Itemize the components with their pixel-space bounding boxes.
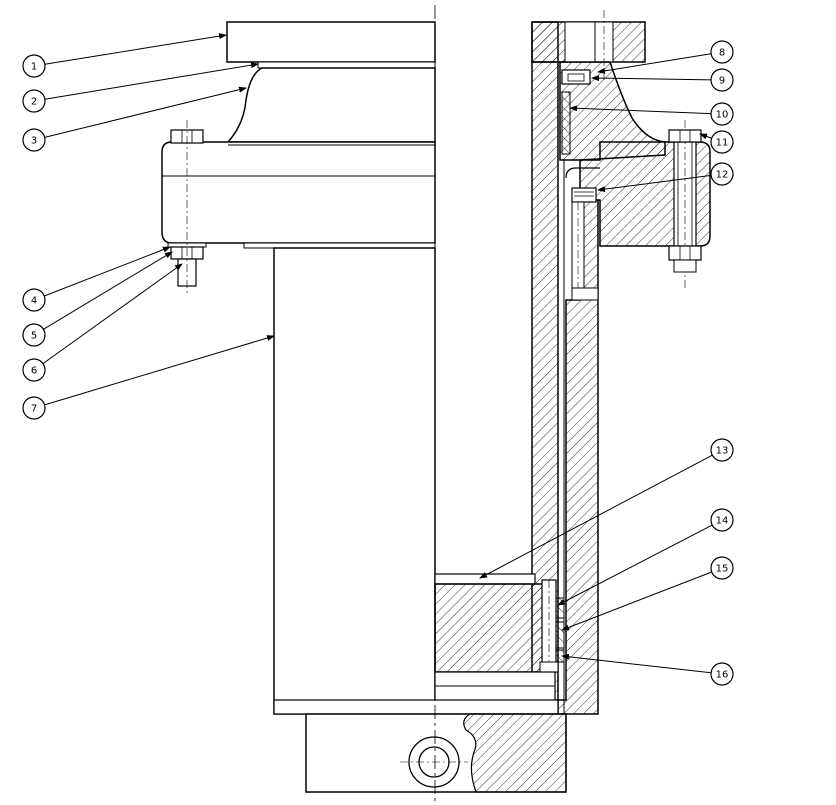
callout-circle-16 xyxy=(710,662,734,686)
callout-label-13: 13 xyxy=(716,446,729,457)
callout-leader-8 xyxy=(597,53,712,74)
callout-circle-2 xyxy=(22,89,46,113)
callout-leader-9 xyxy=(591,75,712,82)
callout-circle-10 xyxy=(710,102,734,126)
port-fitting-12 xyxy=(571,187,597,203)
callout-leader-16 xyxy=(561,653,712,674)
callout-label-3: 3 xyxy=(31,136,37,147)
callout-label-14: 14 xyxy=(716,516,729,527)
callout-leader-12 xyxy=(597,174,712,193)
callout-label-6: 6 xyxy=(31,366,37,377)
nut-top-right xyxy=(668,129,702,143)
callout-label-4: 4 xyxy=(31,296,37,307)
callout-circle-9 xyxy=(710,68,734,92)
callout-leader-11 xyxy=(699,133,712,140)
callout-circle-1 xyxy=(22,54,46,78)
callout-circle-7 xyxy=(22,396,46,420)
callout-label-2: 2 xyxy=(31,97,37,108)
callout-circle-5 xyxy=(22,323,46,347)
callout-leader-13 xyxy=(479,454,713,579)
callout-label-8: 8 xyxy=(719,48,725,59)
callout-label-7: 7 xyxy=(31,404,37,415)
callout-circle-13 xyxy=(710,438,734,462)
callout-leader-7 xyxy=(44,335,275,406)
callout-label-15: 15 xyxy=(716,564,729,575)
callout-label-9: 9 xyxy=(719,76,725,87)
callout-circle-8 xyxy=(710,40,734,64)
wear-strip-10 xyxy=(561,91,571,155)
callout-label-12: 12 xyxy=(716,170,729,181)
nut-bottom-right xyxy=(668,245,702,261)
cylinder-body xyxy=(273,247,436,715)
callout-label-11: 11 xyxy=(716,138,729,149)
piston-bolt xyxy=(541,579,557,673)
callout-circle-14 xyxy=(710,508,734,532)
top-cap xyxy=(226,67,436,143)
callout-label-1: 1 xyxy=(31,62,37,73)
callout-circle-11 xyxy=(710,130,734,154)
callout-leader-10 xyxy=(569,105,712,115)
callout-circle-12 xyxy=(710,162,734,186)
top-plate xyxy=(226,21,436,63)
callout-label-10: 10 xyxy=(716,110,729,121)
seal-plate xyxy=(257,61,436,69)
piston xyxy=(434,583,556,673)
callout-leader-15 xyxy=(561,571,712,631)
callout-leader-6 xyxy=(42,263,183,365)
callout-leader-3 xyxy=(44,86,247,138)
top-plate-bore xyxy=(564,21,598,63)
callout-label-16: 16 xyxy=(716,670,729,681)
seal-15 xyxy=(555,621,565,649)
callout-leader-1 xyxy=(44,33,227,65)
seal-14 xyxy=(555,597,565,619)
callout-label-5: 5 xyxy=(31,331,37,342)
left-flange xyxy=(161,141,436,244)
base-block-section xyxy=(463,713,567,793)
callout-leader-5 xyxy=(43,251,173,330)
callout-leader-14 xyxy=(557,524,713,606)
callout-leader-4 xyxy=(44,246,171,297)
callout-circle-3 xyxy=(22,128,46,152)
callout-circle-15 xyxy=(710,556,734,580)
callout-circle-6 xyxy=(22,358,46,382)
callout-leader-2 xyxy=(44,62,259,100)
callout-circle-4 xyxy=(22,288,46,312)
